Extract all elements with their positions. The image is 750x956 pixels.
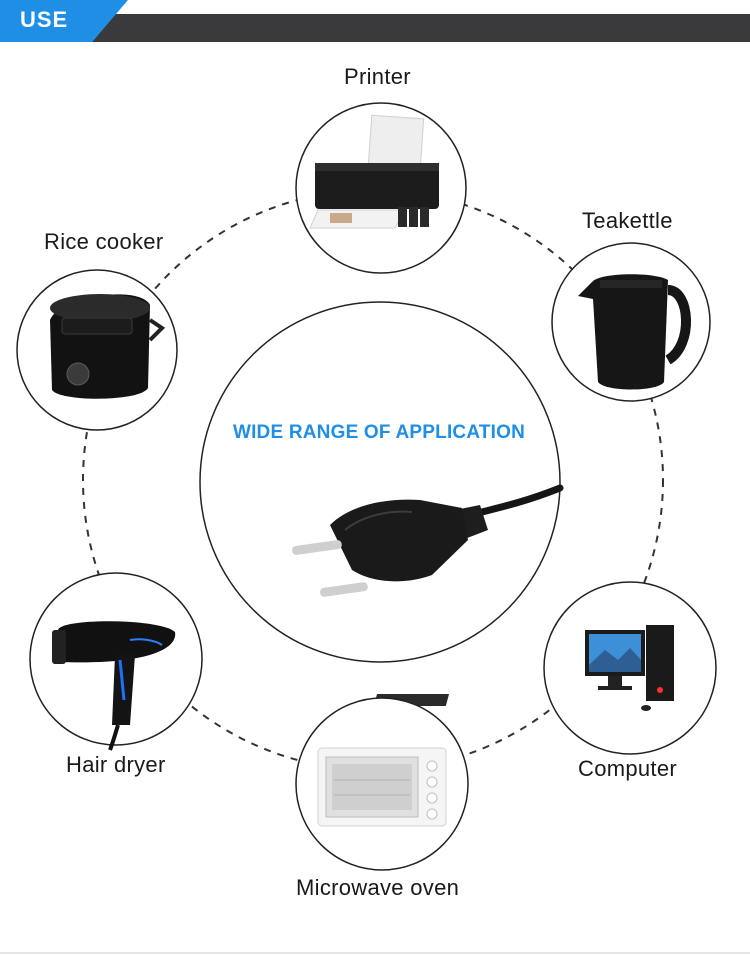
center-title: WIDE RANGE OF APPLICATION [232,422,526,443]
label-computer: Computer [578,756,677,781]
bottom-divider [0,952,750,954]
label-rice-cooker: Rice cooker [44,229,164,254]
eu-plug-icon [292,484,564,597]
dashed-ring [82,189,664,771]
label-microwave-oven: Microwave oven [296,875,460,900]
label-teakettle: Teakettle [582,208,673,233]
computer-icon [373,625,674,711]
printer-icon [309,114,439,229]
rice-cooker-icon [50,294,166,399]
hair-dryer-icon [52,621,176,751]
label-printer: Printer [344,64,411,89]
label-hair-dryer: Hair dryer [66,752,166,777]
center-circle [199,301,561,663]
header-bar [0,14,750,42]
header-title: USE [20,7,69,32]
microwave-oven-icon [317,747,447,827]
kettle-icon [578,274,691,390]
